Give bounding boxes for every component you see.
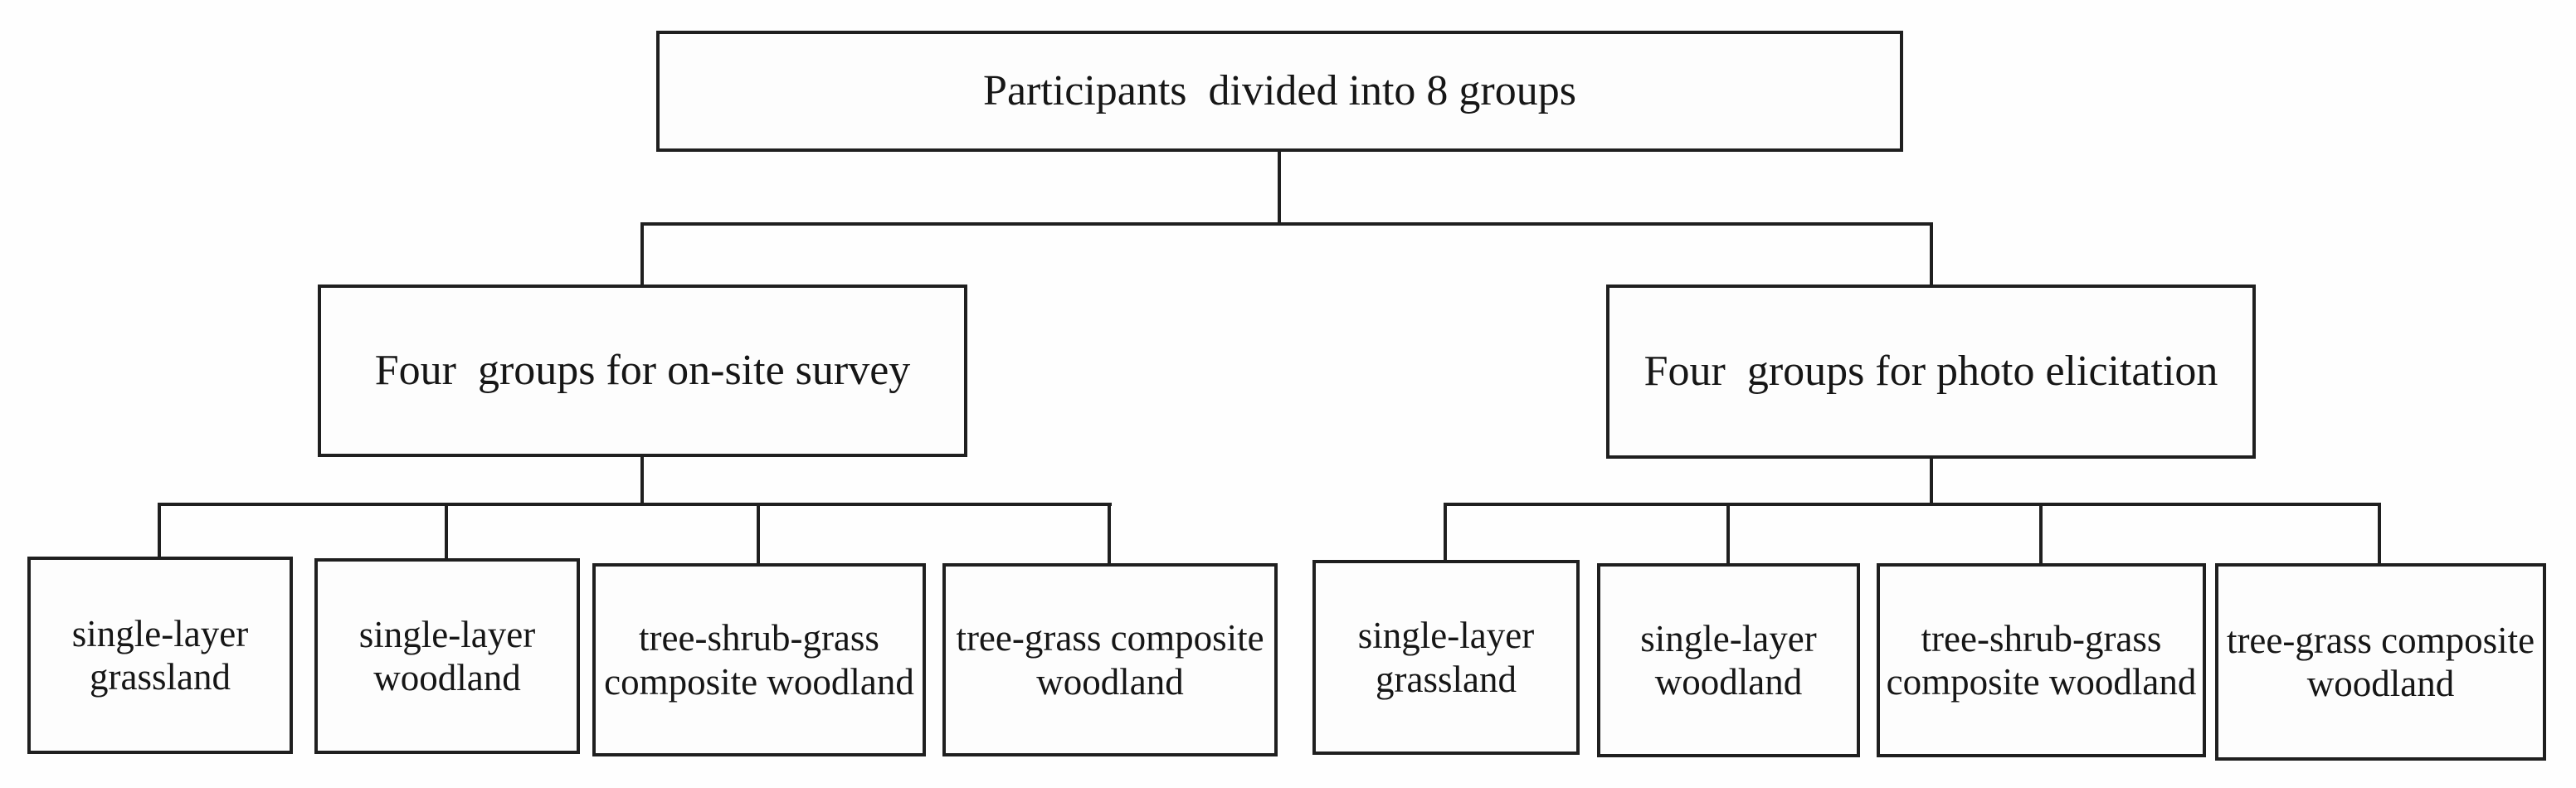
node-branch-photo-elicitation: Four groups for photo elicitation xyxy=(1606,285,2256,459)
connector-root-stem xyxy=(1278,150,1281,226)
connector-left-rail xyxy=(158,503,1112,506)
connector-drop-leaf-tree-grass-right xyxy=(2378,503,2381,567)
connector-top-rail xyxy=(640,222,1933,226)
node-leaf-label: single-layer grassland xyxy=(71,612,249,698)
connector-drop-leaf-tree-shrub-grass-left xyxy=(757,503,760,567)
connector-drop-leaf-grassland-right xyxy=(1444,503,1447,563)
connector-branch-right-stem xyxy=(1930,457,1933,506)
connector-drop-leaf-tree-shrub-grass-right xyxy=(2039,503,2043,567)
node-leaf-label: tree-grass composite woodland xyxy=(956,617,1264,703)
connector-right-rail xyxy=(1444,503,2381,506)
node-leaf-single-layer-woodland-right: single-layer woodland xyxy=(1597,563,1860,757)
connector-drop-leaf-woodland-right xyxy=(1726,503,1730,567)
node-branch-on-site-survey: Four groups for on-site survey xyxy=(318,285,967,457)
connector-drop-leaf-tree-grass-left xyxy=(1108,503,1111,567)
node-leaf-label: single-layer woodland xyxy=(358,613,536,698)
connector-branch-left-stem xyxy=(640,455,644,506)
node-leaf-label: single-layer woodland xyxy=(1640,617,1817,703)
node-leaf-tree-grass-left: tree-grass composite woodland xyxy=(942,563,1278,756)
connector-drop-leaf-grassland-left xyxy=(158,503,161,560)
node-leaf-single-layer-woodland-left: single-layer woodland xyxy=(314,558,580,754)
node-leaf-label: single-layer grassland xyxy=(1357,615,1535,700)
node-branch-on-site-survey-label: Four groups for on-site survey xyxy=(374,346,911,394)
connector-drop-leaf-woodland-left xyxy=(445,503,448,562)
connector-drop-branch-left xyxy=(640,222,644,288)
node-leaf-tree-shrub-grass-right: tree-shrub-grass composite woodland xyxy=(1877,563,2206,757)
node-leaf-label: tree-shrub-grass composite woodland xyxy=(1886,617,2197,703)
node-branch-photo-elicitation-label: Four groups for photo elicitation xyxy=(1643,347,2218,395)
node-participants-root: Participants divided into 8 groups xyxy=(656,31,1903,152)
node-leaf-tree-shrub-grass-left: tree-shrub-grass composite woodland xyxy=(592,563,926,756)
node-participants-root-label: Participants divided into 8 groups xyxy=(983,66,1576,114)
node-leaf-single-layer-grassland-left: single-layer grassland xyxy=(27,557,293,754)
node-leaf-label: tree-shrub-grass composite woodland xyxy=(604,617,914,703)
node-leaf-label: tree-grass composite woodland xyxy=(2226,619,2535,704)
node-leaf-tree-grass-right: tree-grass composite woodland xyxy=(2215,563,2546,761)
node-leaf-single-layer-grassland-right: single-layer grassland xyxy=(1312,560,1580,755)
connector-drop-branch-right xyxy=(1930,222,1933,288)
